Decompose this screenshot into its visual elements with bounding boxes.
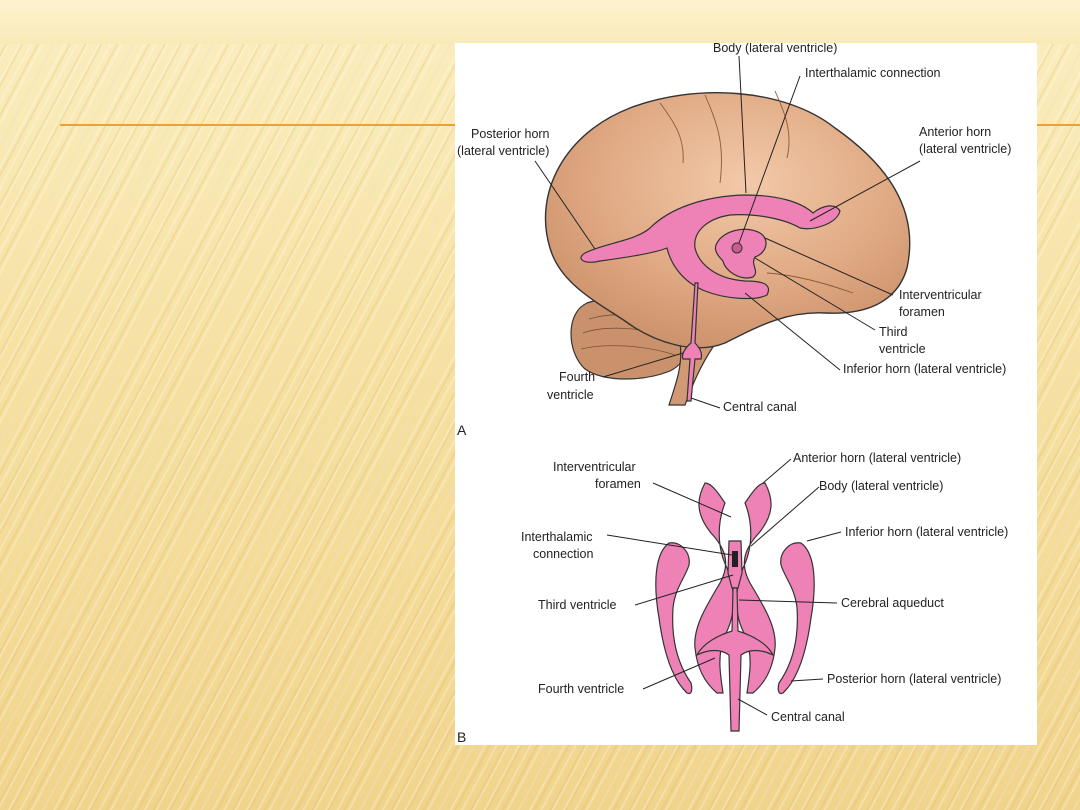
- label-anterior-horn-b: Anterior horn (lateral ventricle): [793, 451, 961, 465]
- fourth-ventricle-b: [695, 587, 775, 732]
- ventricles-figure: Body (lateral ventricle) Interthalamic c…: [455, 43, 1037, 745]
- leader-lines-a: [534, 55, 921, 409]
- label-fourth-ventricle-a-line2: ventricle: [547, 388, 594, 402]
- label-third-ventricle-a-line1: Third: [879, 325, 908, 339]
- label-body-lv-b: Body (lateral ventricle): [819, 479, 943, 493]
- cerebrum: [544, 92, 911, 349]
- label-third-ventricle-a-line2: ventricle: [879, 342, 926, 356]
- panel-letter-b: B: [457, 729, 466, 745]
- panel-letter-a: A: [457, 422, 467, 438]
- label-posterior-horn-a-line1: Posterior horn: [471, 127, 550, 141]
- third-ventricle-a: [714, 228, 767, 279]
- ventricles-illustration: Body (lateral ventricle) Interthalamic c…: [457, 43, 1011, 745]
- label-cerebral-aqueduct-b: Cerebral aqueduct: [841, 596, 944, 610]
- lateral-ventricle-right-b: [735, 482, 776, 694]
- lateral-ventricle-left-b: [694, 482, 735, 694]
- slide-top-band: [0, 0, 1080, 44]
- label-inferior-horn-a: Inferior horn (lateral ventricle): [843, 362, 1006, 376]
- label-central-canal-b: Central canal: [771, 710, 845, 724]
- label-fourth-ventricle-a-line1: Fourth: [559, 370, 595, 384]
- label-body-lv-a: Body (lateral ventricle): [713, 43, 837, 55]
- label-third-ventricle-b: Third ventricle: [538, 598, 617, 612]
- panel-b: Interventricular foramen Anterior horn (…: [457, 451, 1008, 745]
- label-ivf-a-line1: Interventricular: [899, 288, 982, 302]
- label-ivf-a-line2: foramen: [899, 305, 945, 319]
- label-inferior-horn-b: Inferior horn (lateral ventricle): [845, 525, 1008, 539]
- label-interthalamic-b-line1: Interthalamic: [521, 530, 593, 544]
- lateral-ventricle-a: [580, 194, 841, 300]
- label-interthalamic-a: Interthalamic connection: [805, 66, 941, 80]
- label-anterior-horn-a-line2: (lateral ventricle): [919, 142, 1011, 156]
- aqueduct-a: [681, 282, 703, 402]
- label-central-canal-a: Central canal: [723, 400, 797, 414]
- label-interthalamic-b-line2: connection: [533, 547, 594, 561]
- inferior-horn-right-b: [777, 542, 815, 695]
- interthalamic-connection-b: [732, 551, 738, 567]
- label-ivf-b-line1: Interventricular: [553, 460, 636, 474]
- panel-a: Body (lateral ventricle) Interthalamic c…: [457, 43, 1011, 438]
- label-posterior-horn-a-line2: (lateral ventricle): [457, 144, 549, 158]
- label-ivf-b-line2: foramen: [595, 477, 641, 491]
- label-fourth-ventricle-b: Fourth ventricle: [538, 682, 624, 696]
- leader-lines-b: [606, 458, 842, 716]
- label-anterior-horn-a-line1: Anterior horn: [919, 125, 991, 139]
- label-posterior-horn-b: Posterior horn (lateral ventricle): [827, 672, 1001, 686]
- inferior-horn-left-b: [655, 542, 693, 695]
